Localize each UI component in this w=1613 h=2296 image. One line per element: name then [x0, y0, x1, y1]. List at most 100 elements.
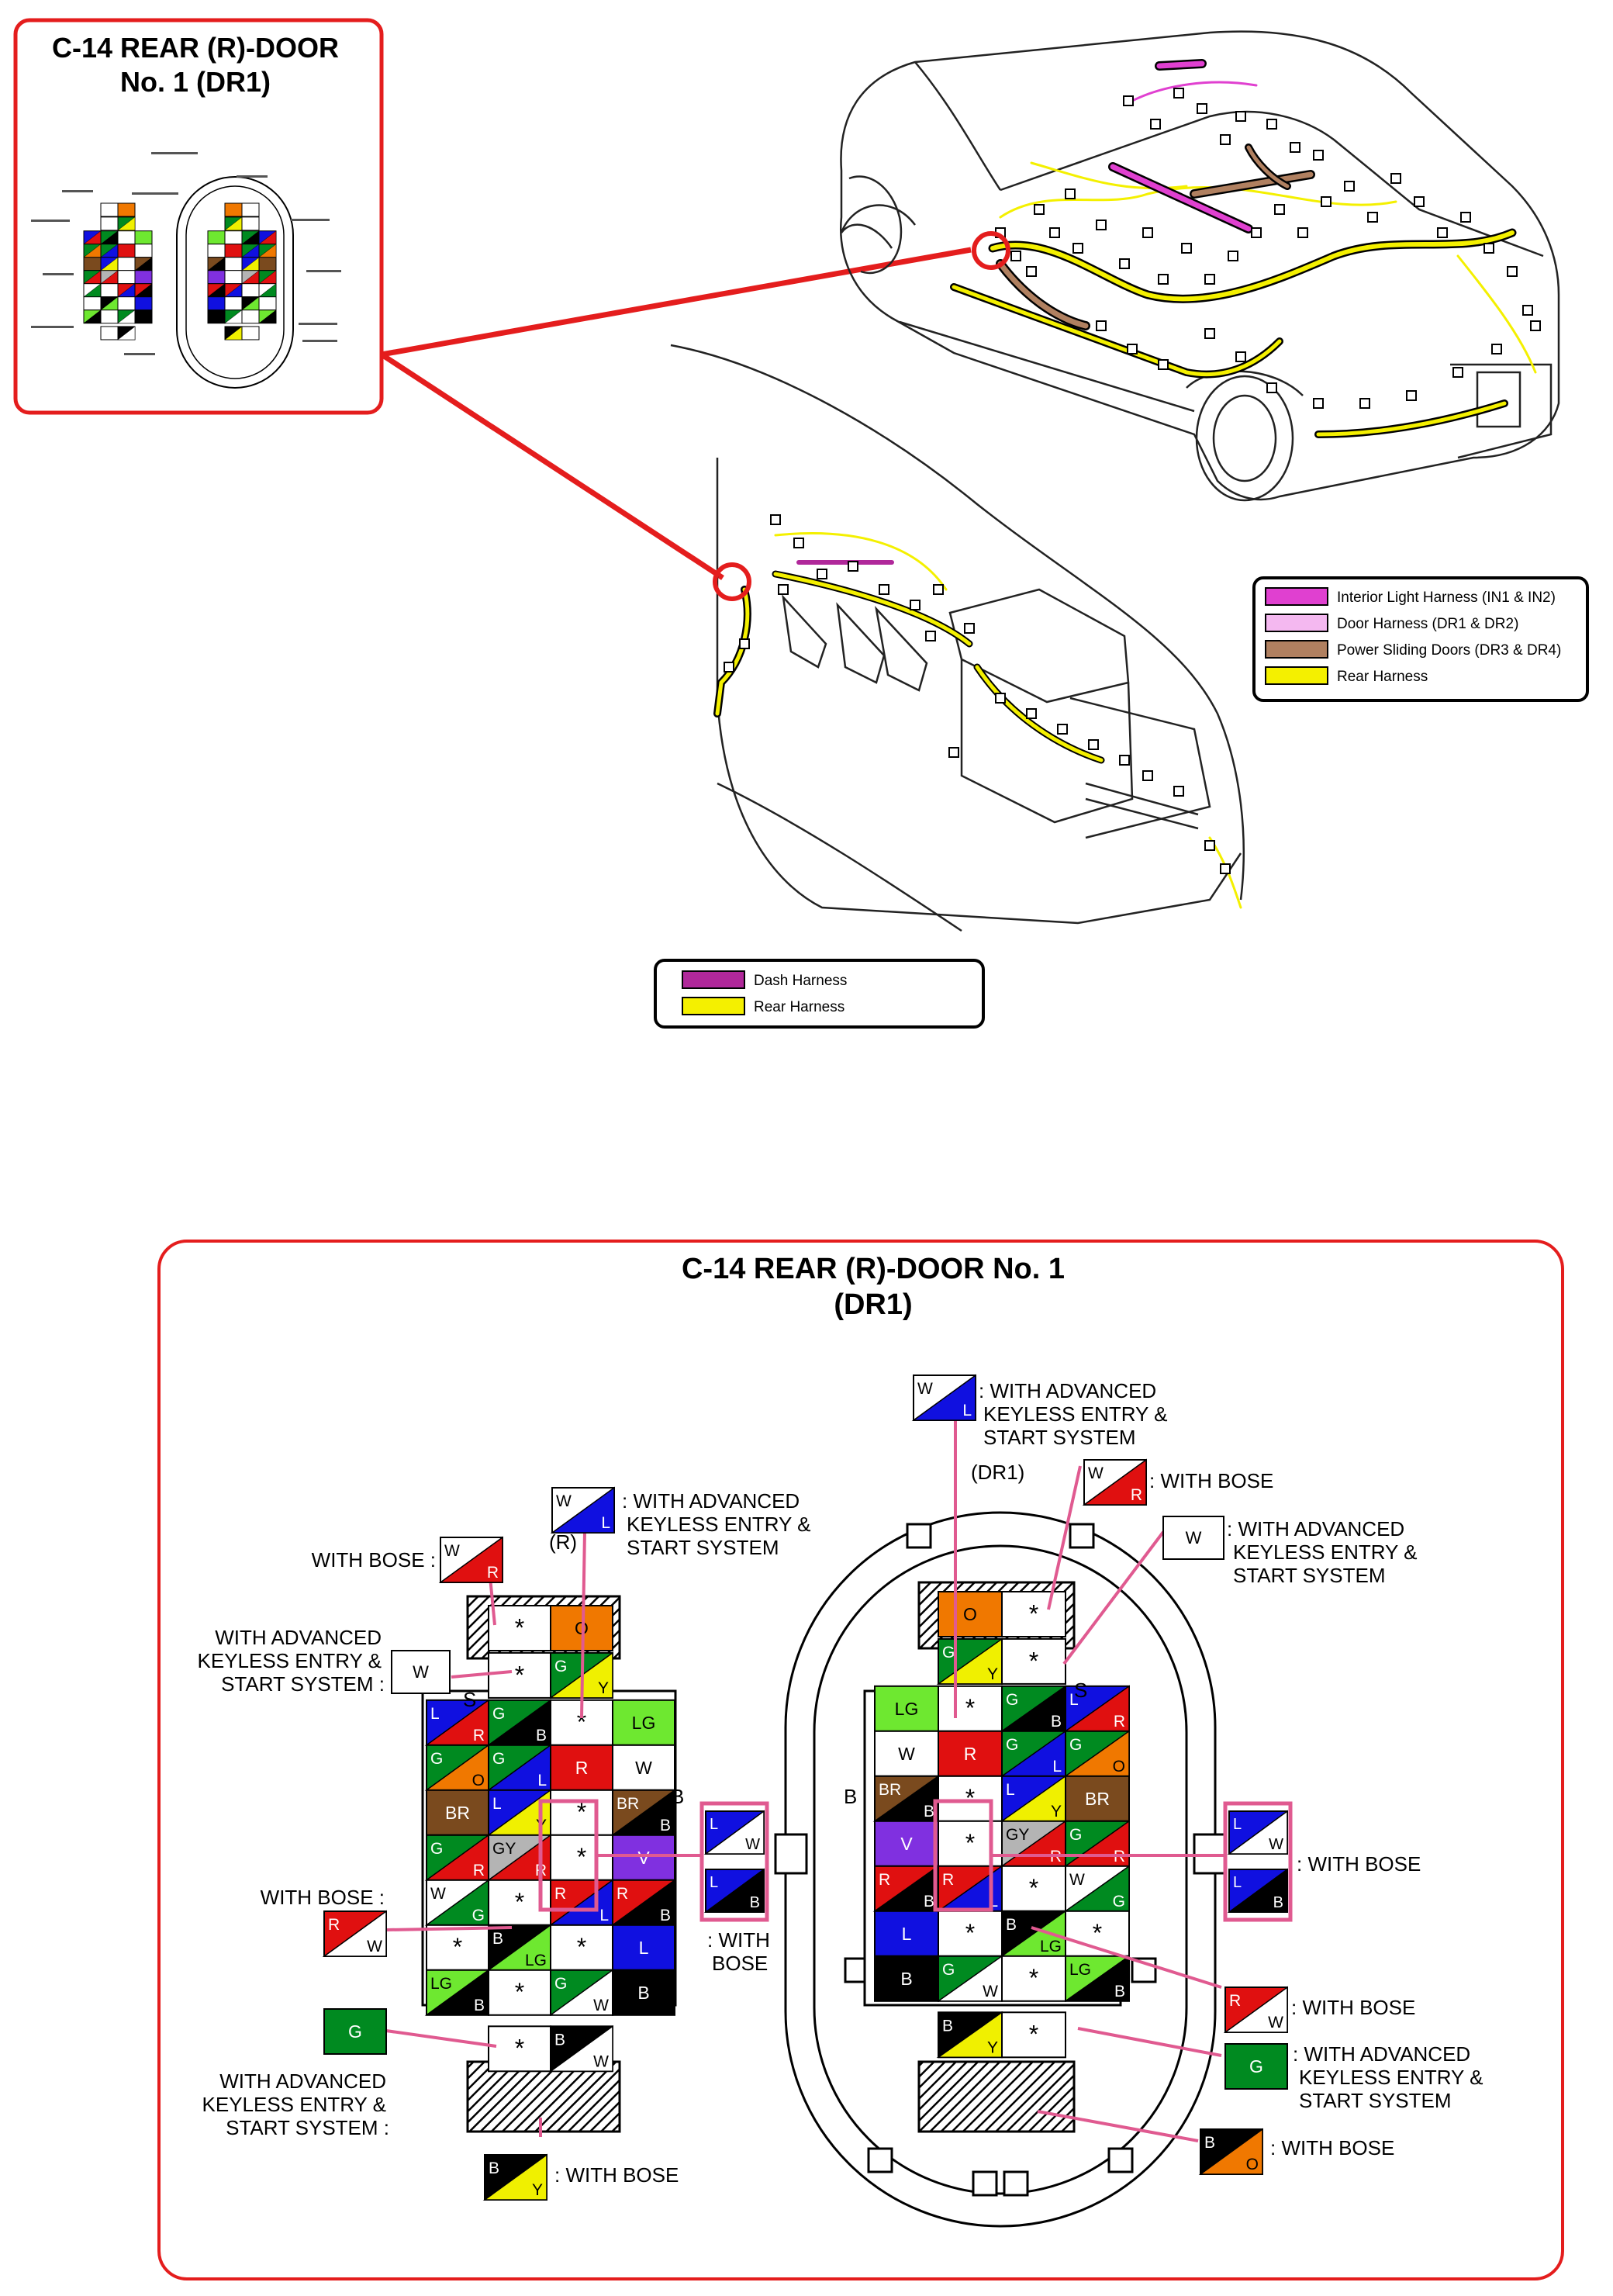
pin-r3-c0: GO: [424, 1744, 489, 1791]
pin-r3-c3: [258, 244, 277, 258]
pin-color-primary: L: [492, 1795, 502, 1813]
pin-r6-c0: RB: [872, 1865, 939, 1912]
pin-r6-c3: [258, 283, 277, 298]
pin-color-stripe: G: [1113, 1893, 1125, 1910]
pin-star: *: [1029, 1964, 1038, 1992]
pin-r3-c0: [207, 244, 226, 258]
pin-color-primary: W: [430, 1885, 446, 1903]
pin-r8-c0: [207, 309, 226, 324]
pin-star: *: [515, 2035, 524, 2063]
pin-color: V: [637, 1848, 650, 1868]
pin-color: R: [575, 1758, 589, 1778]
callout-l3-b: KEYLESS ENTRY &: [198, 1649, 382, 1672]
callout-r2: : WITH BOSE: [1149, 1469, 1273, 1492]
pin-r5-c2: [117, 270, 136, 285]
pin-r4-c3: [258, 257, 277, 271]
pin-star: *: [577, 1933, 586, 1961]
pin-r6-c0: [83, 283, 102, 298]
pin-color-primary: BR: [879, 1781, 901, 1799]
callout-l1-a: : WITH ADVANCED: [622, 1489, 800, 1513]
swatch-l-b-right: LB: [1227, 1868, 1288, 1913]
pin-r5-c0: [83, 270, 102, 285]
pin-r9-c0: *: [488, 2025, 551, 2073]
pin-r8-c2: GW: [548, 1969, 613, 2016]
pin-color-stripe: W: [1268, 2014, 1283, 2031]
pin-r5-c0: GR: [424, 1834, 489, 1881]
pin-r7-c0: [207, 296, 226, 311]
left-label-r: (R): [549, 1530, 577, 1554]
left-label-s: S: [463, 1688, 476, 1711]
pin-r9-c1: [117, 326, 136, 341]
pin-color-primary: G: [942, 1961, 955, 1979]
legend-label: Power Sliding Doors (DR3 & DR4): [1337, 642, 1561, 659]
swatch-b-o-right: BO: [1198, 2128, 1263, 2175]
callout-l7-a: : WITH: [707, 1928, 770, 1952]
pin-star: *: [577, 1843, 586, 1871]
swatch-w-right: W: [1162, 1516, 1224, 1560]
detail-title-line1: C-14 REAR (R)-DOOR No. 1: [682, 1253, 1065, 1285]
pin-color-primary: B: [1204, 2134, 1215, 2152]
pin-color-primary: L: [1233, 1816, 1242, 1833]
pin-r4-c3: BRB: [610, 1789, 675, 1836]
pin-color-stripe: W: [367, 1938, 382, 1955]
pin-r3-c2: GL: [1000, 1730, 1066, 1777]
right-label-dr1: (DR1): [971, 1461, 1024, 1484]
pin-star: *: [515, 1613, 524, 1641]
callout-r1-c: START SYSTEM: [983, 1426, 1136, 1449]
swatch-g-left: G: [323, 2008, 387, 2055]
pin-r9-c1: BW: [548, 2025, 613, 2073]
swatch-g-right: G: [1224, 2043, 1288, 2090]
pin-color: B: [637, 1983, 649, 2003]
pin-color-primary: L: [710, 1874, 718, 1891]
legend-swatch: [1265, 614, 1328, 632]
pin-color-primary: GY: [492, 1840, 516, 1858]
pin-r1-c1: [117, 216, 136, 231]
pin-color-primary: L: [1233, 1874, 1242, 1891]
pin-r7-c1: [224, 296, 243, 311]
pin-r3-c3: W: [612, 1744, 675, 1791]
pin-r8-c3: [134, 309, 153, 324]
pin-r8-c2: [241, 309, 260, 324]
pin-r2-c1: [100, 230, 119, 245]
pin-star: *: [1029, 2021, 1038, 2049]
left-label-b: B: [671, 1785, 684, 1808]
pin-color-primary: L: [1006, 1781, 1015, 1799]
pin-r3-c1: R: [938, 1730, 1003, 1777]
callout-r3-c: START SYSTEM: [1233, 1564, 1386, 1587]
pin-r8-c0: B: [874, 1955, 939, 2002]
pin-r7-c3: [258, 296, 277, 311]
pin-r6-c2: *: [1001, 1865, 1066, 1912]
pin-r2-c3: [258, 230, 277, 245]
pin-r2-c1: *: [938, 1685, 1003, 1732]
pin-color: B: [900, 1969, 912, 1989]
pin-star: *: [453, 1933, 462, 1961]
legend-main: Interior Light Harness (IN1 & IN2)Door H…: [1252, 576, 1589, 702]
pin-color: LG: [632, 1713, 656, 1733]
pin-color-stripe: B: [536, 1727, 547, 1744]
pin-r2-c1: [224, 230, 243, 245]
pin-color-stripe: LG: [1040, 1938, 1062, 1955]
pin-r9-c0: [224, 326, 243, 341]
pin-r4-c3: BR: [1065, 1775, 1130, 1822]
pin-r1-c1: [241, 216, 260, 231]
pin-color-stripe: B: [1273, 1894, 1283, 1911]
legend-swatch: [682, 970, 745, 989]
pin-color-primary: W: [1088, 1464, 1104, 1482]
pin-color: W: [413, 1662, 429, 1682]
pin-r2-c3: LG: [612, 1699, 675, 1746]
pin-r9-c1: [241, 326, 260, 341]
pin-color: BR: [445, 1803, 470, 1823]
pin-r7-c0: L: [874, 1910, 939, 1957]
pin-r3-c1: [100, 244, 119, 258]
pin-r5-c1: [224, 270, 243, 285]
pin-color-stripe: B: [1051, 1713, 1062, 1731]
legend-item: Rear Harness: [1265, 666, 1428, 685]
pin-color-primary: G: [1069, 1826, 1082, 1844]
pin-color: O: [963, 1604, 977, 1624]
pin-r9-c0: BY: [936, 2011, 1003, 2059]
pin-r5-c3: GR: [1063, 1820, 1130, 1867]
swatch-w-l-right: WL: [911, 1374, 976, 1421]
pin-r2-c0: [207, 230, 226, 245]
pin-r0-c0: *: [488, 1605, 551, 1651]
callout-r6-b: KEYLESS ENTRY &: [1299, 2066, 1483, 2089]
